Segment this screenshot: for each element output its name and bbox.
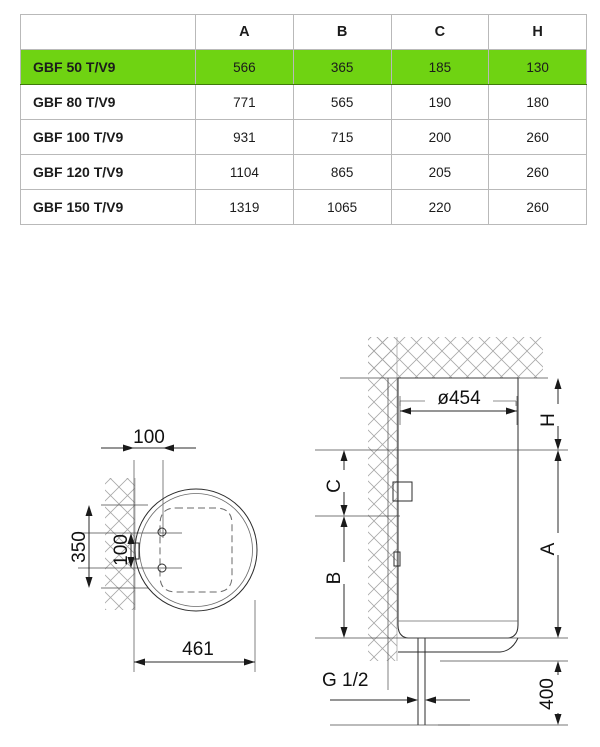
thread-callout-g12: G 1/2 <box>322 670 470 704</box>
cell-h: 180 <box>488 84 587 120</box>
tank-body <box>397 377 519 639</box>
table-header-model <box>20 14 196 50</box>
cell-h: 260 <box>488 119 587 155</box>
cell-a: 1319 <box>195 189 294 225</box>
table-row[interactable]: GBF 80 T/V9 771 565 190 180 <box>20 84 587 120</box>
table-row[interactable]: GBF 100 T/V9 931 715 200 260 <box>20 119 587 155</box>
port-lower-icon <box>157 563 167 573</box>
tank-inner-circle <box>139 493 253 607</box>
cell-a: 931 <box>195 119 294 155</box>
cell-a: 566 <box>195 49 294 85</box>
cell-c: 200 <box>390 119 490 155</box>
dimension-A: A <box>538 450 564 638</box>
cell-b: 1065 <box>292 189 392 225</box>
thread-label: G 1/2 <box>322 670 368 691</box>
cell-b: 565 <box>292 84 392 120</box>
table-header-h: H <box>488 14 587 50</box>
table-row[interactable]: GBF 120 T/V9 1104 865 205 260 <box>20 154 587 190</box>
top-view-drawing: 350 100 100 <box>69 426 258 672</box>
tank-outer-circle <box>134 488 258 612</box>
table-row[interactable]: GBF 150 T/V9 1319 1065 220 260 <box>20 189 587 225</box>
port-upper-icon <box>157 527 167 537</box>
cell-model: GBF 150 T/V9 <box>20 189 196 225</box>
technical-drawings: 350 100 100 <box>0 300 600 747</box>
cell-a: 771 <box>195 84 294 120</box>
wall-bracket-side-icon <box>392 481 413 502</box>
cell-model: GBF 50 T/V9 <box>20 49 196 85</box>
cell-h: 130 <box>488 49 587 85</box>
dimension-100-vertical: 100 <box>111 533 135 568</box>
specification-table: A B C H GBF 50 T/V9 566 365 185 130 GBF … <box>20 14 587 225</box>
cell-b: 365 <box>292 49 392 85</box>
cell-a: 1104 <box>195 154 294 190</box>
specification-table-container: A B C H GBF 50 T/V9 566 365 185 130 GBF … <box>20 14 587 225</box>
dim-350-label: 350 <box>69 531 90 563</box>
cell-h: 260 <box>488 189 587 225</box>
lower-fitting-icon <box>393 551 401 567</box>
table-header-b: B <box>292 14 392 50</box>
dimension-461: 461 <box>134 638 255 666</box>
drawings-svg: 350 100 100 <box>69 337 568 726</box>
dimension-C: C <box>324 450 350 516</box>
cell-c: 190 <box>390 84 490 120</box>
table-row[interactable]: GBF 50 T/V9 566 365 185 130 <box>20 49 587 85</box>
dim-C-label: C <box>324 479 345 493</box>
dim-H-label: H <box>538 413 559 427</box>
cell-model: GBF 100 T/V9 <box>20 119 196 155</box>
table-header-a: A <box>195 14 294 50</box>
side-view-drawing: ø454 H A <box>315 337 568 726</box>
cell-model: GBF 120 T/V9 <box>20 154 196 190</box>
cell-c: 205 <box>390 154 490 190</box>
cell-model: GBF 80 T/V9 <box>20 84 196 120</box>
dim-100-horizontal-label: 100 <box>133 427 165 448</box>
dimension-diameter-454: ø454 <box>400 386 517 415</box>
cell-h: 260 <box>488 154 587 190</box>
dimension-350: 350 <box>69 505 93 588</box>
dimension-400: 400 <box>537 661 564 725</box>
table-header-row: A B C H <box>20 14 587 50</box>
dimension-100-horizontal: 100 <box>101 426 196 452</box>
table-header-c: C <box>390 14 490 50</box>
dim-A-label: A <box>538 542 559 555</box>
dim-B-label: B <box>324 572 345 585</box>
tank-bottom-skirt <box>398 637 519 653</box>
dim-461-label: 461 <box>182 639 214 660</box>
dim-100-vertical-label: 100 <box>111 534 132 566</box>
inner-tank-outline <box>159 507 233 593</box>
cell-c: 185 <box>390 49 490 85</box>
dim-400-label: 400 <box>537 678 558 710</box>
dim-diameter-label: ø454 <box>437 388 481 409</box>
cell-c: 220 <box>390 189 490 225</box>
cell-b: 715 <box>292 119 392 155</box>
wall-hatch-side-view <box>368 337 397 661</box>
dimension-B: B <box>324 516 350 638</box>
wall-hatch-ceiling <box>368 337 543 378</box>
cell-b: 865 <box>292 154 392 190</box>
dimension-H: H <box>538 378 564 450</box>
